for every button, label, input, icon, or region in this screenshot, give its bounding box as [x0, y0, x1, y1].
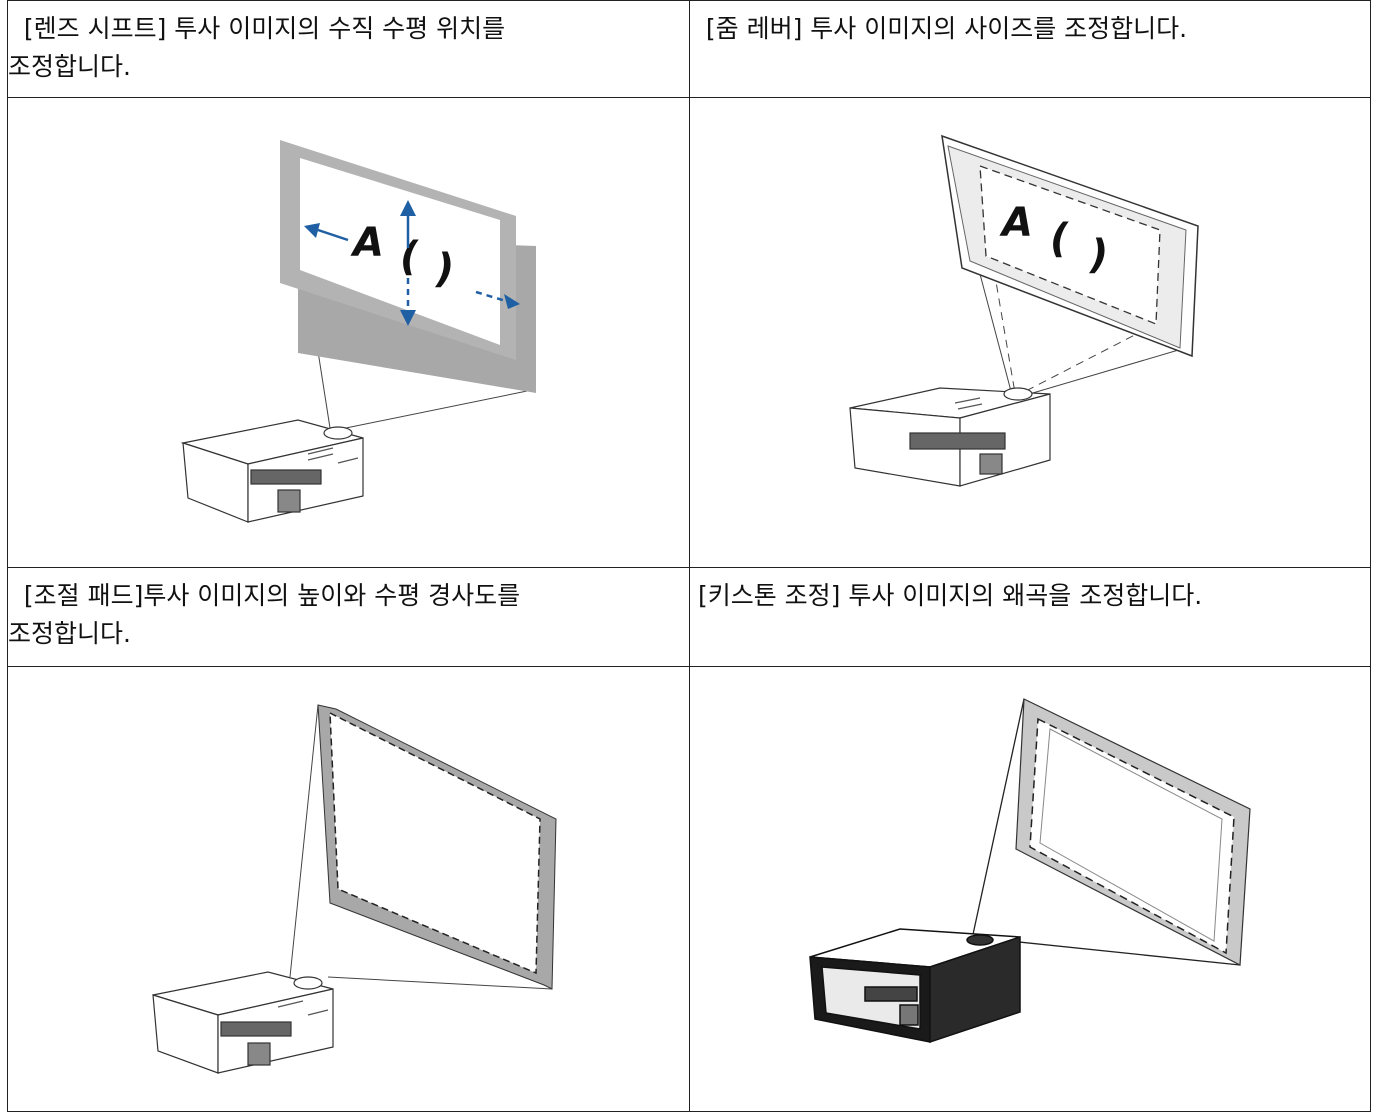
screen-surface: [1039, 728, 1223, 942]
screen-area-outline: [329, 711, 541, 975]
projection-lines: [971, 698, 1241, 966]
projection-lines: [289, 704, 553, 990]
screen-surface: [300, 158, 500, 345]
shift-arrows: [304, 200, 520, 326]
keystone-illustration: [809, 698, 1251, 1044]
caption-keystone-cell: [키스톤 조정] 투사 이미지의 왜곡을 조정합니다.: [689, 567, 1371, 667]
projector-icon: [152, 971, 334, 1074]
caption-zoom-cell: [줌 레버] 투사 이미지의 사이즈를 조정합니다.: [689, 0, 1371, 98]
screen-open-paren: (: [400, 234, 419, 280]
projector-icon: [809, 928, 1021, 1044]
lens-shift-illustration: A ( ): [180, 140, 536, 523]
projector-icon: [180, 419, 364, 523]
projection-line: [345, 389, 533, 429]
screen-letter-a: A: [999, 200, 1033, 246]
caption-adjust-pad-cell: [조절 패드]투사 이미지의 높이와 수평 경사도를 조정합니다.: [7, 567, 690, 667]
caption-keystone: [키스톤 조정] 투사 이미지의 왜곡을 조정합니다.: [690, 581, 1203, 610]
caption-lens-shift: [렌즈 시프트] 투사 이미지의 수직 수평 위치를 조정합니다.: [8, 14, 506, 81]
projector-icon: [849, 387, 1051, 487]
screen-letter-a: A: [350, 220, 384, 266]
caption-zoom: [줌 레버] 투사 이미지의 사이즈를 조정합니다.: [690, 14, 1188, 43]
zoom-area-outline: [979, 165, 1161, 325]
caption-lens-shift-cell: [렌즈 시프트] 투사 이미지의 수직 수평 위치를 조정합니다.: [7, 0, 690, 98]
zoom-figure-cell: A ( ): [689, 97, 1371, 568]
adjust-pad-illustration: [152, 704, 557, 1074]
caption-adjust-pad: [조절 패드]투사 이미지의 높이와 수평 경사도를 조정합니다.: [8, 581, 521, 648]
instruction-table: [렌즈 시프트] 투사 이미지의 수직 수평 위치를 조정합니다. [줌 레버]…: [7, 0, 1371, 1112]
adjust-pad-figure-cell: [7, 666, 690, 1112]
keystone-figure-cell: [689, 666, 1371, 1112]
screen-close-paren: ): [1088, 232, 1108, 278]
screen-close-paren: ): [434, 246, 454, 292]
zoom-illustration: A ( ): [849, 134, 1199, 487]
screen-open-paren: (: [1050, 216, 1069, 262]
lens-shift-figure-cell: A ( ): [7, 97, 690, 568]
